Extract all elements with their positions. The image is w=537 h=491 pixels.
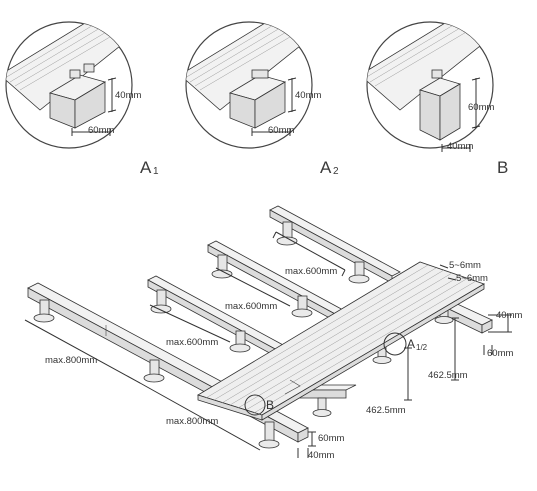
b-title: B <box>497 158 508 177</box>
right-joist-width-label: 60mm <box>487 348 513 359</box>
a1-height-label: 40mm <box>115 90 141 101</box>
a2-height-label: 40mm <box>295 90 321 101</box>
a1-title: A <box>140 158 152 177</box>
gap1-label: 5~6mm <box>449 260 481 271</box>
detail-b <box>366 21 494 152</box>
spacing-joist3-label: max.600mm <box>166 337 218 348</box>
gap2-label: 5~6mm <box>456 273 488 284</box>
spacing-joist1-label: max.600mm <box>285 266 337 277</box>
spacing-row-label: max.800mm <box>45 355 97 366</box>
a1-width-label: 60mm <box>88 125 114 136</box>
spacing-joist2-label: max.600mm <box>225 301 277 312</box>
marker-a-label: A <box>407 337 415 351</box>
front-joist-width-label: 40mm <box>308 450 334 461</box>
spacing-front-label: max.800mm <box>166 416 218 427</box>
a2-subscript: 2 <box>333 166 339 177</box>
a2-width-label: 60mm <box>268 125 294 136</box>
detail-a1 <box>5 21 133 149</box>
a2-title: A <box>320 158 332 177</box>
overhang1-label: 462.5mm <box>428 370 468 381</box>
b-height-label: 60mm <box>468 102 494 113</box>
marker-a-circle <box>383 332 407 356</box>
overhang2-label: 462.5mm <box>366 405 406 416</box>
b-width-label: 40mm <box>447 141 473 152</box>
front-joist-height-label: 60mm <box>318 433 344 444</box>
detail-a2 <box>185 21 313 149</box>
marker-a-sub: 1/2 <box>416 343 428 352</box>
marker-b-circle <box>244 394 266 416</box>
a1-subscript: 1 <box>153 166 159 177</box>
right-joist-height-label: 40mm <box>496 310 522 321</box>
marker-b-label: B <box>266 398 274 412</box>
deck-boards <box>197 261 485 421</box>
